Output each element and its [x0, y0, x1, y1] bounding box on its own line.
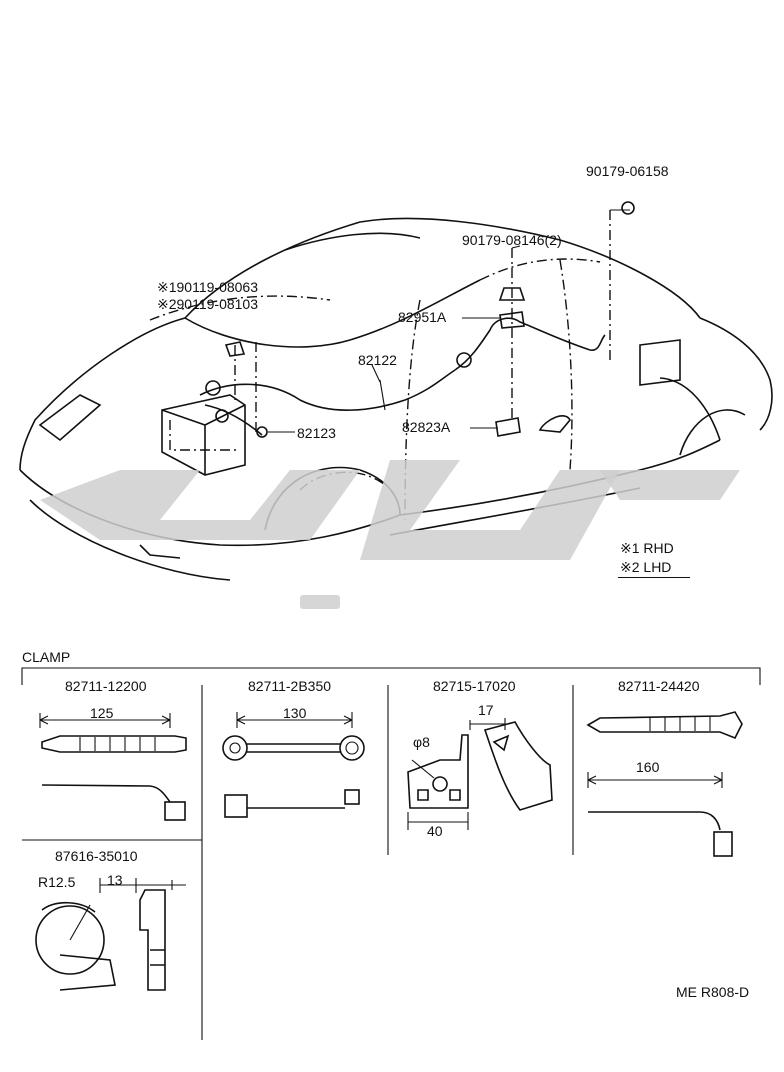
callout-lhd-bolt: ※290119-08103 [157, 296, 259, 312]
clamp-87616-35010-drawing [35, 878, 186, 991]
clamp-dim-17: 17 [478, 702, 494, 718]
clamp-dim-160: 160 [636, 759, 660, 775]
clamp-82715-17020-drawing [407, 718, 553, 830]
leader-lines [234, 209, 630, 433]
clamp-part-82711-12200: 82711-12200 [65, 678, 147, 694]
callout-rhd-bolt: ※190119-08063 [157, 279, 259, 295]
clamp-part-87616-35010: 87616-35010 [55, 848, 138, 864]
clamp-part-82715-17020: 82715-17020 [433, 678, 516, 694]
small-parts [224, 201, 635, 438]
legend-rhd: ※1 RHD [620, 540, 674, 556]
clamp-section-title: CLAMP [22, 649, 71, 665]
clamp-82711-12200-drawing [39, 713, 187, 821]
clamp-dim-130: 130 [283, 705, 307, 721]
legend-lhd: ※2 LHD [620, 559, 672, 575]
clamp-82711-24420-drawing [586, 711, 743, 857]
clamp-frame [21, 667, 761, 1040]
callout-82951A: 82951A [398, 309, 447, 325]
clamp-dim-r12-5: R12.5 [38, 874, 76, 890]
battery [161, 394, 246, 476]
clamp-dim-phi8: φ8 [413, 734, 430, 750]
clamp-dim-13: 13 [107, 872, 123, 888]
callout-82823A: 82823A [402, 419, 451, 435]
clamp-dim-125: 125 [90, 705, 114, 721]
callout-82122: 82122 [358, 352, 397, 368]
legend-underline [618, 577, 690, 578]
clamp-dim-40: 40 [427, 823, 443, 839]
clamp-part-82711-2B350: 82711-2B350 [248, 678, 332, 694]
ground-strap-wires [199, 317, 606, 436]
callout-82123: 82123 [297, 425, 336, 441]
watermark-logo [40, 460, 740, 609]
figure-code: ME R808-D [676, 984, 750, 1000]
clamp-part-82711-24420: 82711-24420 [618, 678, 700, 694]
clamp-82711-2B350-drawing [222, 712, 365, 818]
callout-90179-08146: 90179-08146(2) [462, 232, 562, 248]
callout-90179-06158: 90179-06158 [586, 163, 669, 179]
